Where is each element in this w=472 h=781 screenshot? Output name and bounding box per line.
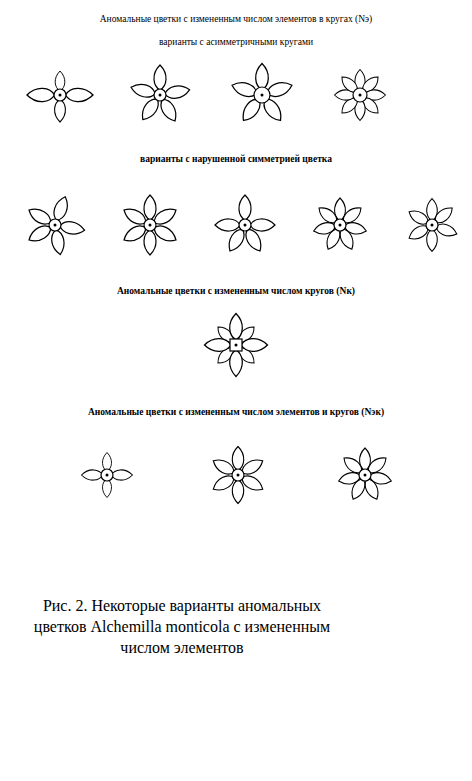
section-heading: варианты с асимметричными кругами: [0, 37, 472, 47]
flower-drawing: [26, 195, 86, 256]
section-heading: варианты с нарушенной симметрией цветка: [0, 154, 472, 164]
flower-drawing: [205, 314, 268, 377]
flower-drawing: [27, 71, 93, 122]
flower-drawing: [312, 198, 367, 252]
flower-drawing: [215, 195, 275, 254]
flower-drawing: [129, 65, 190, 124]
section-heading: Аномальные цветки с измененным числом кр…: [0, 286, 472, 296]
section-heading: Аномальные цветки с измененным числом эл…: [0, 14, 472, 24]
flower-drawing: [230, 64, 294, 125]
flower-drawing: [121, 195, 179, 255]
figure-caption: Рис. 2. Некоторые варианты аномальных цв…: [22, 596, 342, 658]
flower-drawing: [210, 447, 265, 504]
flower-drawing: [335, 70, 386, 121]
flower-drawing: [82, 453, 133, 498]
section-heading: Аномальные цветки с измененным числом эл…: [0, 407, 472, 417]
flower-drawing: [406, 199, 458, 252]
flower-drawing: [337, 448, 392, 502]
